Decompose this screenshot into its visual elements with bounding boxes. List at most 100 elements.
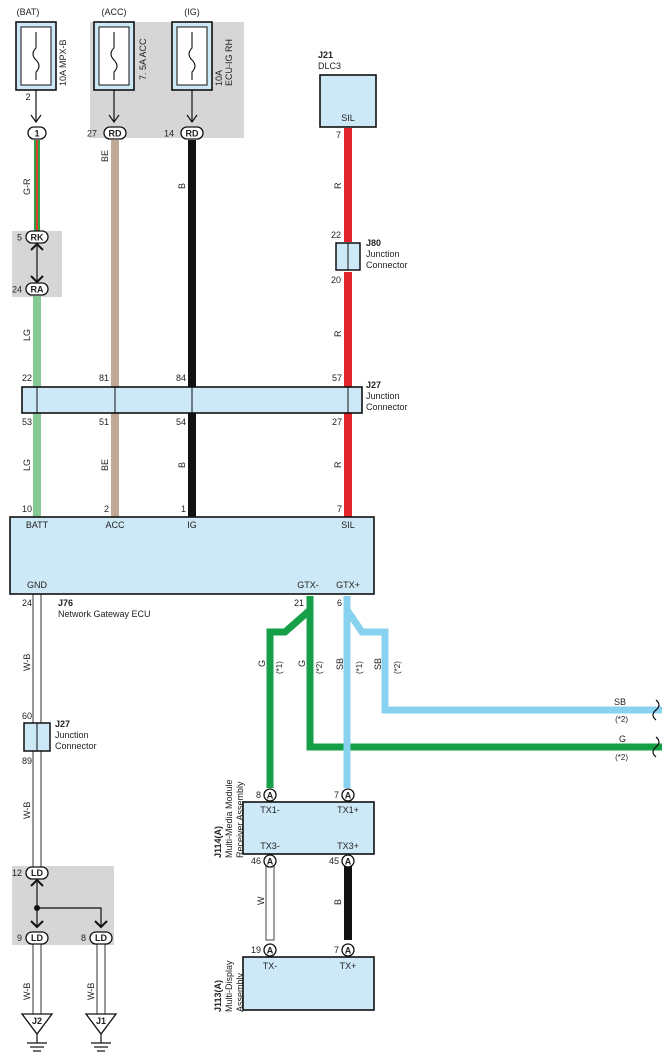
- fuse-ig-name-line2: ECU-IG RH: [224, 39, 234, 86]
- svg-text:B: B: [177, 462, 187, 468]
- ground-j2: J2: [20, 1013, 54, 1052]
- network-gateway-ecu: 10 2 1 7 BATT ACC IG SIL GND GTX- GTX+ 2…: [9, 504, 375, 619]
- svg-text:60: 60: [22, 711, 32, 721]
- svg-text:7: 7: [337, 504, 342, 514]
- wire-g-star2: [306, 596, 662, 751]
- svg-text:8: 8: [256, 790, 261, 800]
- svg-text:LG: LG: [22, 459, 32, 471]
- ecu-terminal-gnd: GND: [27, 580, 48, 590]
- connector-1: 1: [27, 126, 47, 140]
- wire-labels: G-R BE B R R LG LG BE B R W-B W-B W-B W-…: [22, 150, 402, 1000]
- junction-connector-j27-ground: 60 89 J27 Junction Connector: [22, 711, 97, 766]
- connector-rd-acc: 27 RD: [87, 126, 127, 140]
- svg-text:Junction: Junction: [366, 391, 400, 401]
- svg-text:89: 89: [22, 756, 32, 766]
- svg-text:8: 8: [81, 933, 86, 943]
- svg-text:G-R: G-R: [22, 178, 32, 195]
- j27-ground-id: J27: [55, 719, 70, 729]
- connector-ra: 24 RA: [12, 275, 49, 296]
- ecu-id: J76: [58, 598, 73, 608]
- connector-ld-top: 12 LD: [12, 866, 49, 887]
- fuse-acc-name: 7. 5A ACC: [138, 38, 148, 80]
- svg-text:G: G: [257, 660, 267, 667]
- svg-text:1: 1: [34, 129, 39, 139]
- svg-text:Connector: Connector: [366, 402, 408, 412]
- wire-w-b-ecu-j27: [32, 593, 42, 725]
- svg-text:A: A: [267, 946, 274, 956]
- ecu-name: Network Gateway ECU: [58, 609, 151, 619]
- ground-icon: [27, 1042, 47, 1052]
- wire-b-upper: [188, 140, 196, 388]
- svg-text:SB: SB: [335, 658, 345, 670]
- svg-text:45: 45: [329, 856, 339, 866]
- svg-text:46: 46: [251, 856, 261, 866]
- connector-ld-right: 8 LD: [81, 920, 113, 945]
- fuse-ig-icon: [188, 32, 196, 80]
- svg-text:G: G: [619, 734, 626, 744]
- svg-text:RA: RA: [31, 285, 44, 295]
- wire-w: [265, 863, 275, 941]
- ecu-terminal-gtx-plus: GTX+: [336, 580, 360, 590]
- svg-text:R: R: [333, 330, 343, 337]
- svg-text:RK: RK: [31, 233, 44, 243]
- svg-text:A: A: [267, 791, 274, 801]
- wire-b-lower: [188, 412, 196, 518]
- wire-sb-star2: [344, 608, 662, 714]
- svg-text:RD: RD: [186, 129, 199, 139]
- svg-text:19: 19: [251, 945, 261, 955]
- svg-text:(*2): (*2): [615, 715, 628, 724]
- off-page-sb: SB (*2): [614, 697, 628, 724]
- svg-text:LD: LD: [31, 933, 43, 943]
- svg-text:Connector: Connector: [55, 741, 97, 751]
- fuse-bat-pin: 2: [25, 92, 30, 102]
- svg-text:14: 14: [164, 129, 174, 139]
- ld-internal-link: [33, 882, 102, 926]
- svg-text:W-B: W-B: [22, 654, 32, 671]
- svg-text:W-B: W-B: [22, 802, 32, 819]
- svg-text:20: 20: [331, 275, 341, 285]
- fuse-ig: (IG) 10A ECU-IG RH: [171, 7, 234, 124]
- svg-text:1: 1: [181, 504, 186, 514]
- junction-connector-j80: 22 20 J80 Junction Connector: [331, 230, 408, 285]
- svg-text:9: 9: [17, 933, 22, 943]
- svg-text:TX1+: TX1+: [337, 805, 359, 815]
- connector-rd-ig: 14 RD: [164, 126, 204, 140]
- svg-text:TX-: TX-: [263, 961, 278, 971]
- svg-text:(*1): (*1): [275, 661, 284, 674]
- wire-w-b-ld-j1: [96, 939, 106, 1015]
- svg-text:57: 57: [332, 373, 342, 383]
- svg-text:B: B: [333, 899, 343, 905]
- svg-text:53: 53: [22, 417, 32, 427]
- wire-lg-upper: [33, 296, 41, 388]
- svg-text:B: B: [177, 183, 187, 189]
- svg-text:12: 12: [12, 868, 22, 878]
- fuse-acc: (ACC) 7. 5A ACC: [93, 7, 148, 124]
- svg-text:54: 54: [176, 417, 186, 427]
- off-page-end-sb: [652, 699, 660, 721]
- fuse-acc-icon: [110, 32, 118, 80]
- svg-text:A: A: [345, 791, 352, 801]
- svg-text:5: 5: [17, 233, 22, 243]
- svg-text:SB: SB: [373, 658, 383, 670]
- svg-text:TX3-: TX3-: [260, 841, 280, 851]
- svg-text:A: A: [267, 857, 274, 867]
- svg-text:24: 24: [22, 598, 32, 608]
- svg-text:Connector: Connector: [366, 260, 408, 270]
- ground-icon: [91, 1042, 111, 1052]
- fuse-bat-icon: [32, 32, 40, 80]
- svg-text:Receiver Assembly: Receiver Assembly: [235, 781, 245, 858]
- svg-text:TX1-: TX1-: [260, 805, 280, 815]
- svg-text:R: R: [333, 182, 343, 189]
- svg-text:22: 22: [331, 230, 341, 240]
- svg-text:7: 7: [334, 790, 339, 800]
- ecu-terminal-acc: ACC: [105, 520, 125, 530]
- wire-g-r: [34, 140, 40, 232]
- dlc3-name: DLC3: [318, 61, 341, 71]
- wire-be-lower: [111, 412, 119, 518]
- wire-r-j80-j27: [344, 272, 352, 388]
- svg-text:LD: LD: [31, 868, 43, 878]
- ecu-terminal-gtx-minus: GTX-: [297, 580, 319, 590]
- svg-text:W: W: [256, 896, 266, 905]
